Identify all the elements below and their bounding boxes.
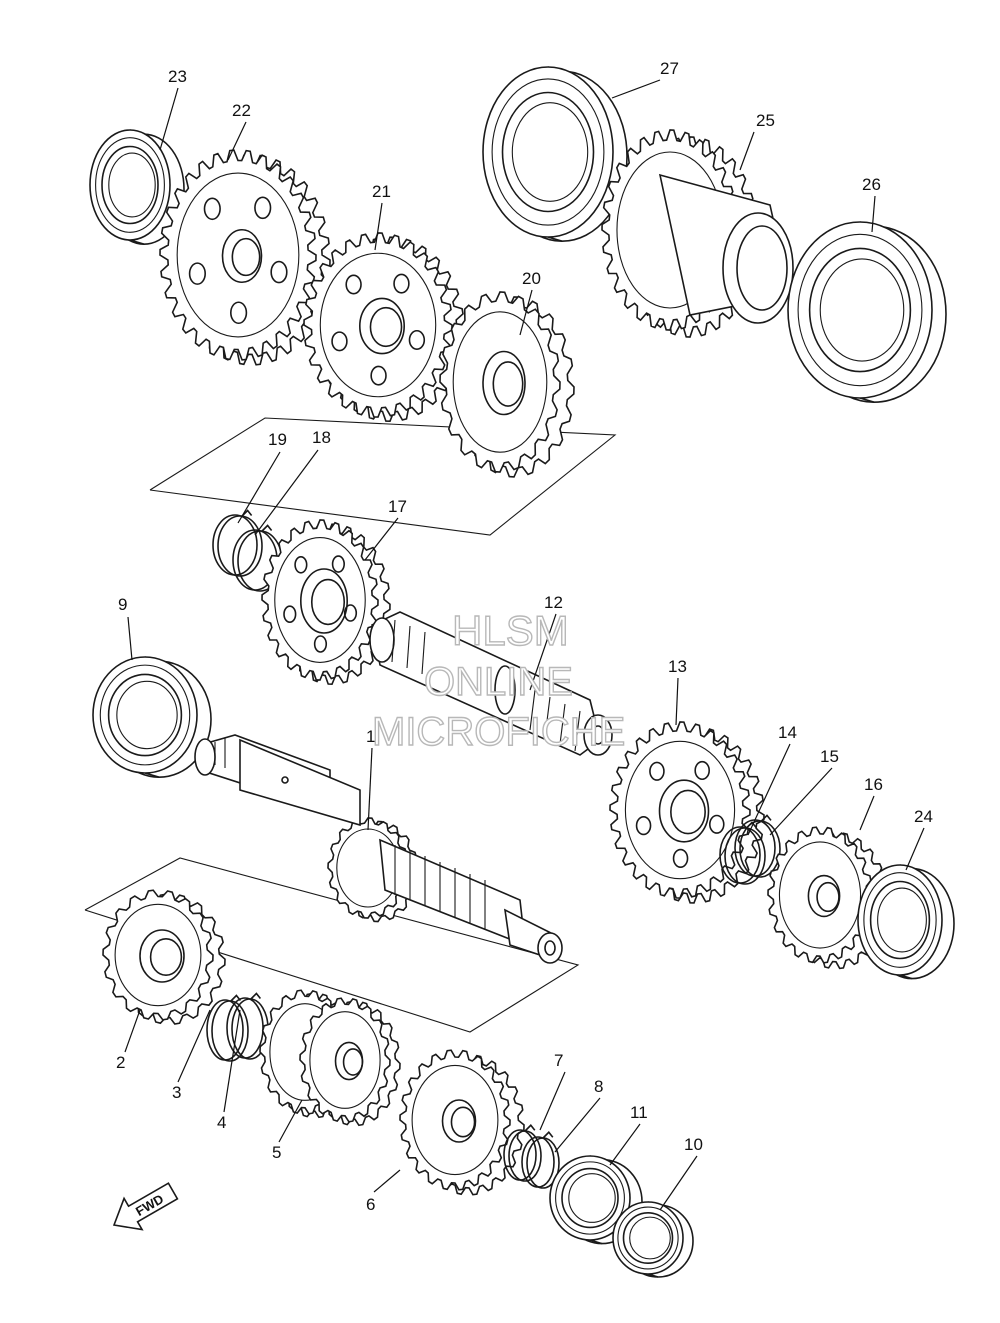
callout-10: 10 bbox=[684, 1135, 703, 1154]
bearing-23 bbox=[89, 129, 185, 245]
watermark-line-1: HLSM bbox=[452, 607, 569, 654]
leader-14 bbox=[747, 743, 791, 836]
bearing-26 bbox=[787, 221, 947, 404]
callout-9: 9 bbox=[118, 595, 127, 614]
callout-4: 4 bbox=[217, 1113, 226, 1132]
callout-27: 27 bbox=[660, 59, 679, 78]
gear-17 bbox=[261, 519, 391, 686]
leader-6 bbox=[373, 1169, 401, 1193]
group-outline-lower bbox=[84, 857, 580, 1033]
callout-26: 26 bbox=[862, 175, 881, 194]
leader-21 bbox=[374, 202, 383, 251]
callout-25: 25 bbox=[756, 111, 775, 130]
callout-11: 11 bbox=[630, 1103, 648, 1122]
leader-25 bbox=[739, 131, 755, 171]
parts-layer bbox=[89, 66, 955, 1278]
group-outline-upper bbox=[149, 417, 617, 536]
leader-24 bbox=[905, 827, 925, 871]
callout-15: 15 bbox=[820, 747, 839, 766]
leader-13 bbox=[675, 677, 679, 726]
bearing-10 bbox=[612, 1201, 694, 1278]
callout-12: 12 bbox=[544, 593, 563, 612]
gear-6 bbox=[399, 1049, 525, 1196]
leader-27 bbox=[611, 79, 661, 99]
leader-26 bbox=[871, 195, 876, 233]
leader-7 bbox=[539, 1071, 566, 1131]
gear-5b bbox=[299, 997, 401, 1127]
callout-6: 6 bbox=[366, 1195, 375, 1214]
bearing-9 bbox=[92, 656, 212, 779]
leader-1 bbox=[367, 747, 373, 831]
leader-11 bbox=[609, 1123, 641, 1166]
leader-5 bbox=[278, 1099, 303, 1143]
bearing-27 bbox=[482, 66, 628, 242]
callout-2: 2 bbox=[116, 1053, 125, 1072]
circlip-7 bbox=[503, 1124, 542, 1182]
leader-4 bbox=[223, 1009, 241, 1113]
leader-17 bbox=[364, 517, 399, 561]
drive-shaft bbox=[369, 611, 613, 756]
leader-3 bbox=[177, 1009, 211, 1083]
gear-22 bbox=[159, 149, 331, 366]
watermark: HLSM ONLINE MICROFICHE bbox=[371, 606, 626, 754]
bearing-24 bbox=[857, 864, 955, 980]
fwd-arrow-icon: FWD bbox=[112, 1182, 179, 1231]
main-shaft bbox=[194, 734, 563, 964]
leader-18 bbox=[254, 449, 319, 536]
callout-leaders bbox=[124, 79, 925, 1211]
leader-10 bbox=[659, 1155, 698, 1211]
leader-8 bbox=[554, 1097, 601, 1153]
leader-2 bbox=[124, 1009, 141, 1053]
leader-15 bbox=[769, 767, 833, 836]
callout-21: 21 bbox=[372, 182, 391, 201]
bearing-11 bbox=[549, 1155, 643, 1245]
callout-14: 14 bbox=[778, 723, 797, 742]
callout-13: 13 bbox=[668, 657, 687, 676]
leader-19 bbox=[237, 451, 281, 524]
leader-9 bbox=[127, 616, 133, 661]
gear-25-splines bbox=[736, 225, 788, 311]
callout-20: 20 bbox=[522, 269, 541, 288]
washer-8 bbox=[521, 1131, 560, 1189]
callout-5: 5 bbox=[272, 1143, 281, 1162]
callout-23: 23 bbox=[168, 67, 187, 86]
callout-22: 22 bbox=[232, 101, 251, 120]
gear-25-bore bbox=[722, 212, 794, 324]
watermark-line-3: MICROFICHE bbox=[372, 710, 625, 754]
leader-12 bbox=[529, 613, 557, 691]
leader-23 bbox=[159, 87, 179, 151]
gear-13 bbox=[609, 721, 765, 904]
callout-19: 19 bbox=[268, 430, 287, 449]
circlip-19 bbox=[212, 509, 263, 577]
leader-16 bbox=[859, 795, 875, 831]
gear-2 bbox=[102, 889, 226, 1025]
callout-24: 24 bbox=[914, 807, 933, 826]
callout-7: 7 bbox=[554, 1051, 563, 1070]
gear-20 bbox=[439, 291, 575, 478]
callout-18: 18 bbox=[312, 428, 331, 447]
callout-8: 8 bbox=[594, 1077, 603, 1096]
callout-1: 1 bbox=[366, 727, 375, 746]
callout-17: 17 bbox=[388, 497, 407, 516]
watermark-line-2: ONLINE bbox=[424, 660, 573, 704]
gear-21 bbox=[303, 232, 465, 423]
callout-16: 16 bbox=[864, 775, 883, 794]
leader-22 bbox=[227, 121, 247, 161]
callout-3: 3 bbox=[172, 1083, 181, 1102]
callout-labels: 1 2 3 4 5 6 7 8 9 10 11 12 13 14 15 16 1… bbox=[116, 59, 933, 1214]
leader-20 bbox=[519, 289, 533, 336]
